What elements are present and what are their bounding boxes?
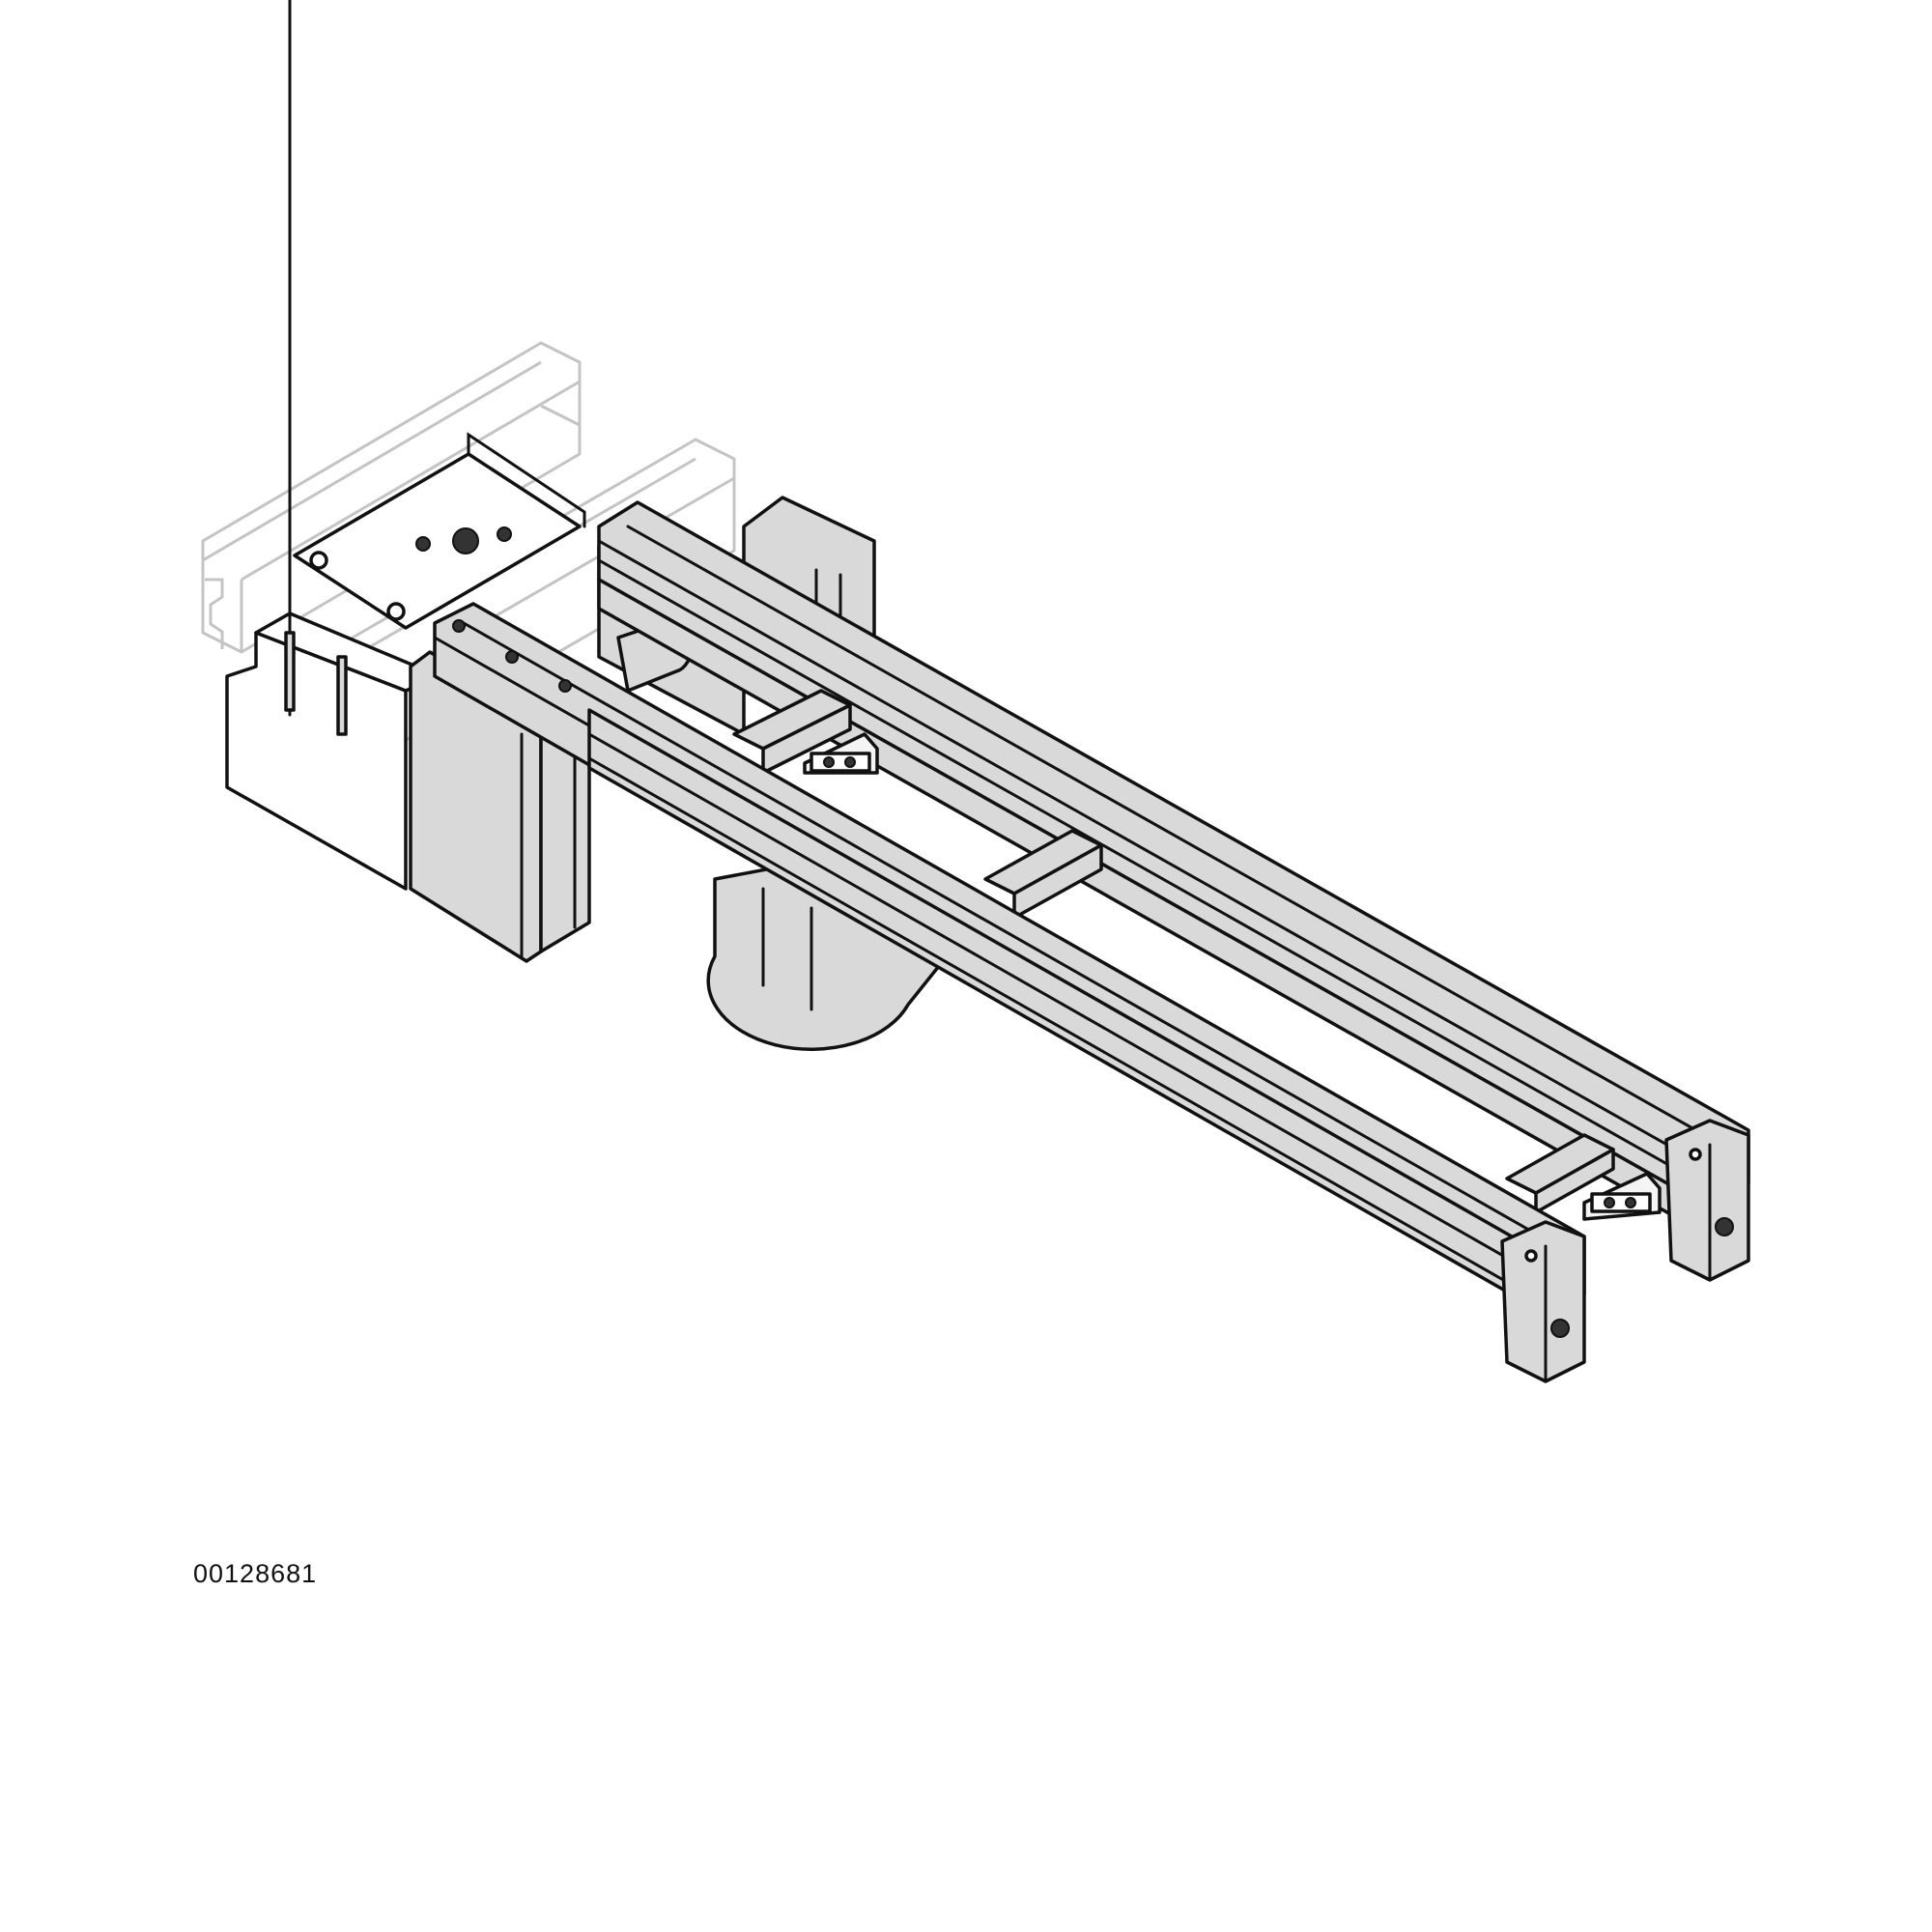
rear-conveyor-rail	[597, 500, 1750, 1238]
front-conveyor-rail	[433, 602, 1586, 1316]
end-cap-front	[1500, 1220, 1586, 1383]
crossbar-front	[1505, 1133, 1615, 1214]
direction-marker-front	[1582, 1172, 1662, 1221]
crossbar-middle	[983, 829, 1103, 920]
part-number-label: 00128681	[193, 1559, 318, 1588]
crossbar-rear	[732, 689, 852, 775]
direction-marker-rear	[803, 732, 879, 775]
mounting-bracket	[225, 0, 586, 891]
end-cap-rear	[1664, 1119, 1750, 1282]
